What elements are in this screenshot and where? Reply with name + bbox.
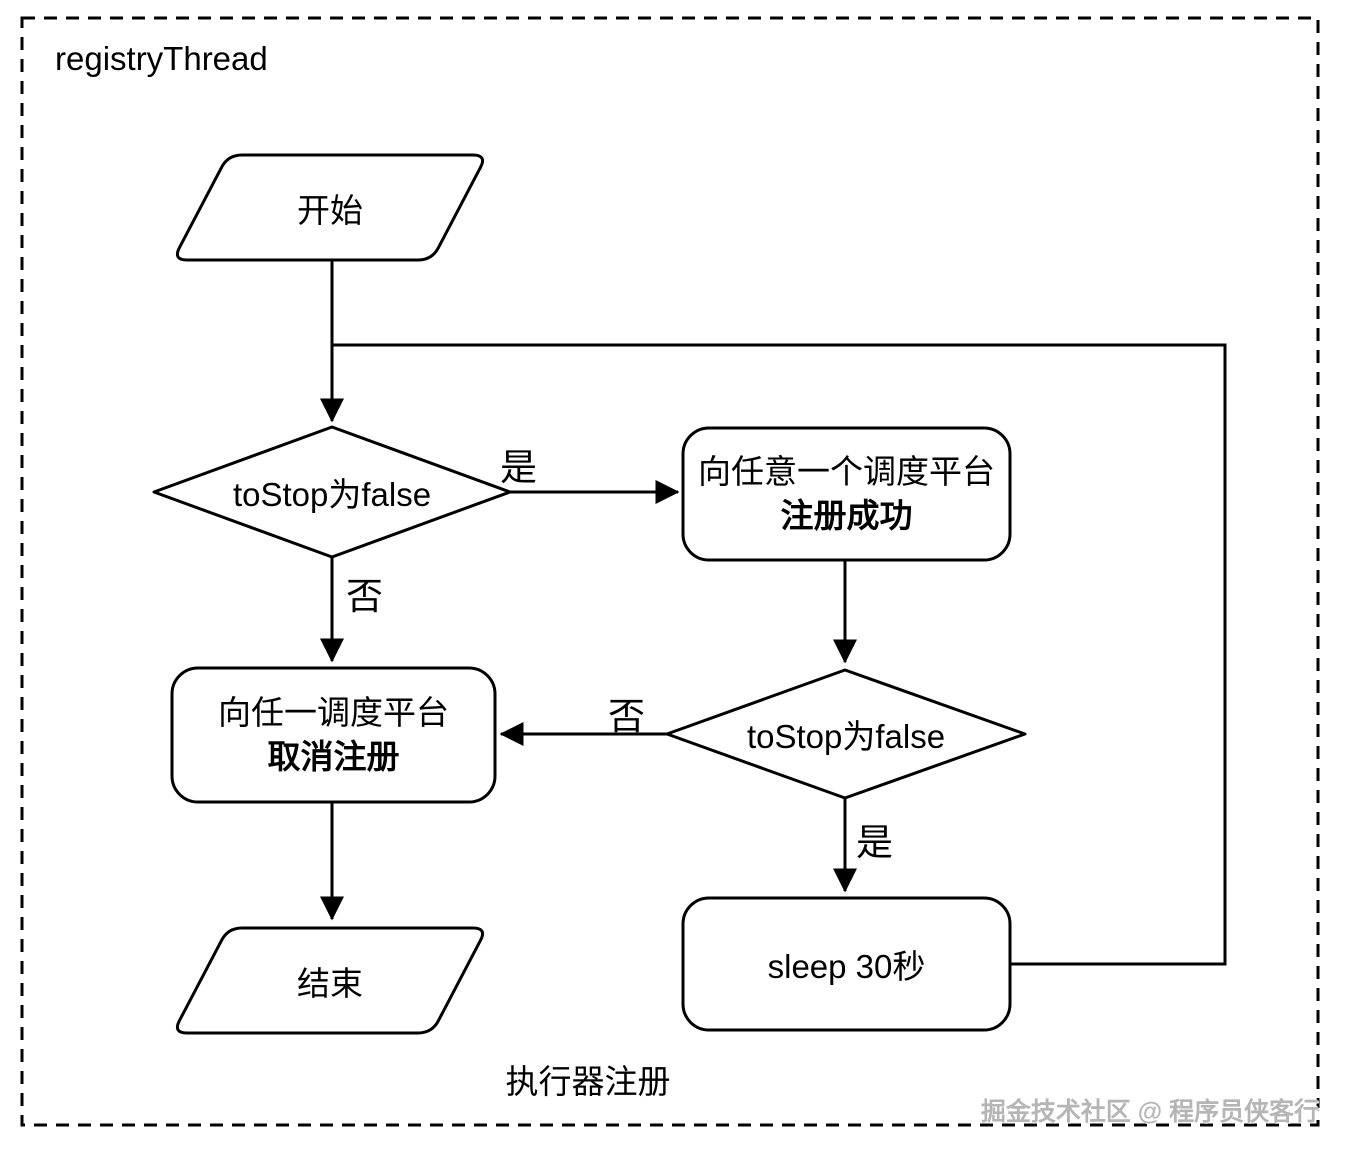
cancel-node-shape: [170, 666, 497, 804]
cancel-node-label: 向任一调度平台 取消注册: [172, 668, 495, 802]
end-node-shape: [175, 926, 484, 1035]
diagram-title: registryThread: [55, 40, 268, 77]
register-node-shape: [681, 426, 1012, 562]
decision2-yes-label: 是: [856, 822, 893, 863]
register-node-line2: 注册成功: [780, 497, 913, 534]
sleep-node-label: sleep 30秒: [767, 948, 926, 985]
decision1-yes-label: 是: [500, 447, 537, 488]
diagram-dashed-border: [20, 16, 1320, 1127]
sleep-node-shape: [681, 896, 1012, 1032]
decision1-shape: [152, 425, 512, 559]
decision1-label: toStop为false: [232, 476, 432, 513]
edge-sleep-loopback: [332, 343, 1227, 966]
decision2-label: toStop为false: [746, 718, 946, 755]
decision2-no-label: 否: [608, 696, 645, 737]
diagram-caption: 执行器注册: [505, 1063, 671, 1100]
watermark-text: 掘金技术社区 @ 程序员侠客行: [980, 1098, 1320, 1126]
decision2-shape: [665, 668, 1027, 800]
start-node-shape: [175, 153, 484, 262]
start-node-label: 开始: [297, 191, 363, 229]
cancel-node-line1: 向任一调度平台: [218, 694, 449, 731]
decision1-no-label: 否: [346, 576, 383, 617]
cancel-node-line2: 取消注册: [267, 738, 400, 775]
register-node-line1: 向任意一个调度平台: [698, 453, 995, 490]
end-node-label: 结束: [297, 964, 363, 1002]
register-node-label: 向任意一个调度平台 注册成功: [683, 428, 1010, 560]
